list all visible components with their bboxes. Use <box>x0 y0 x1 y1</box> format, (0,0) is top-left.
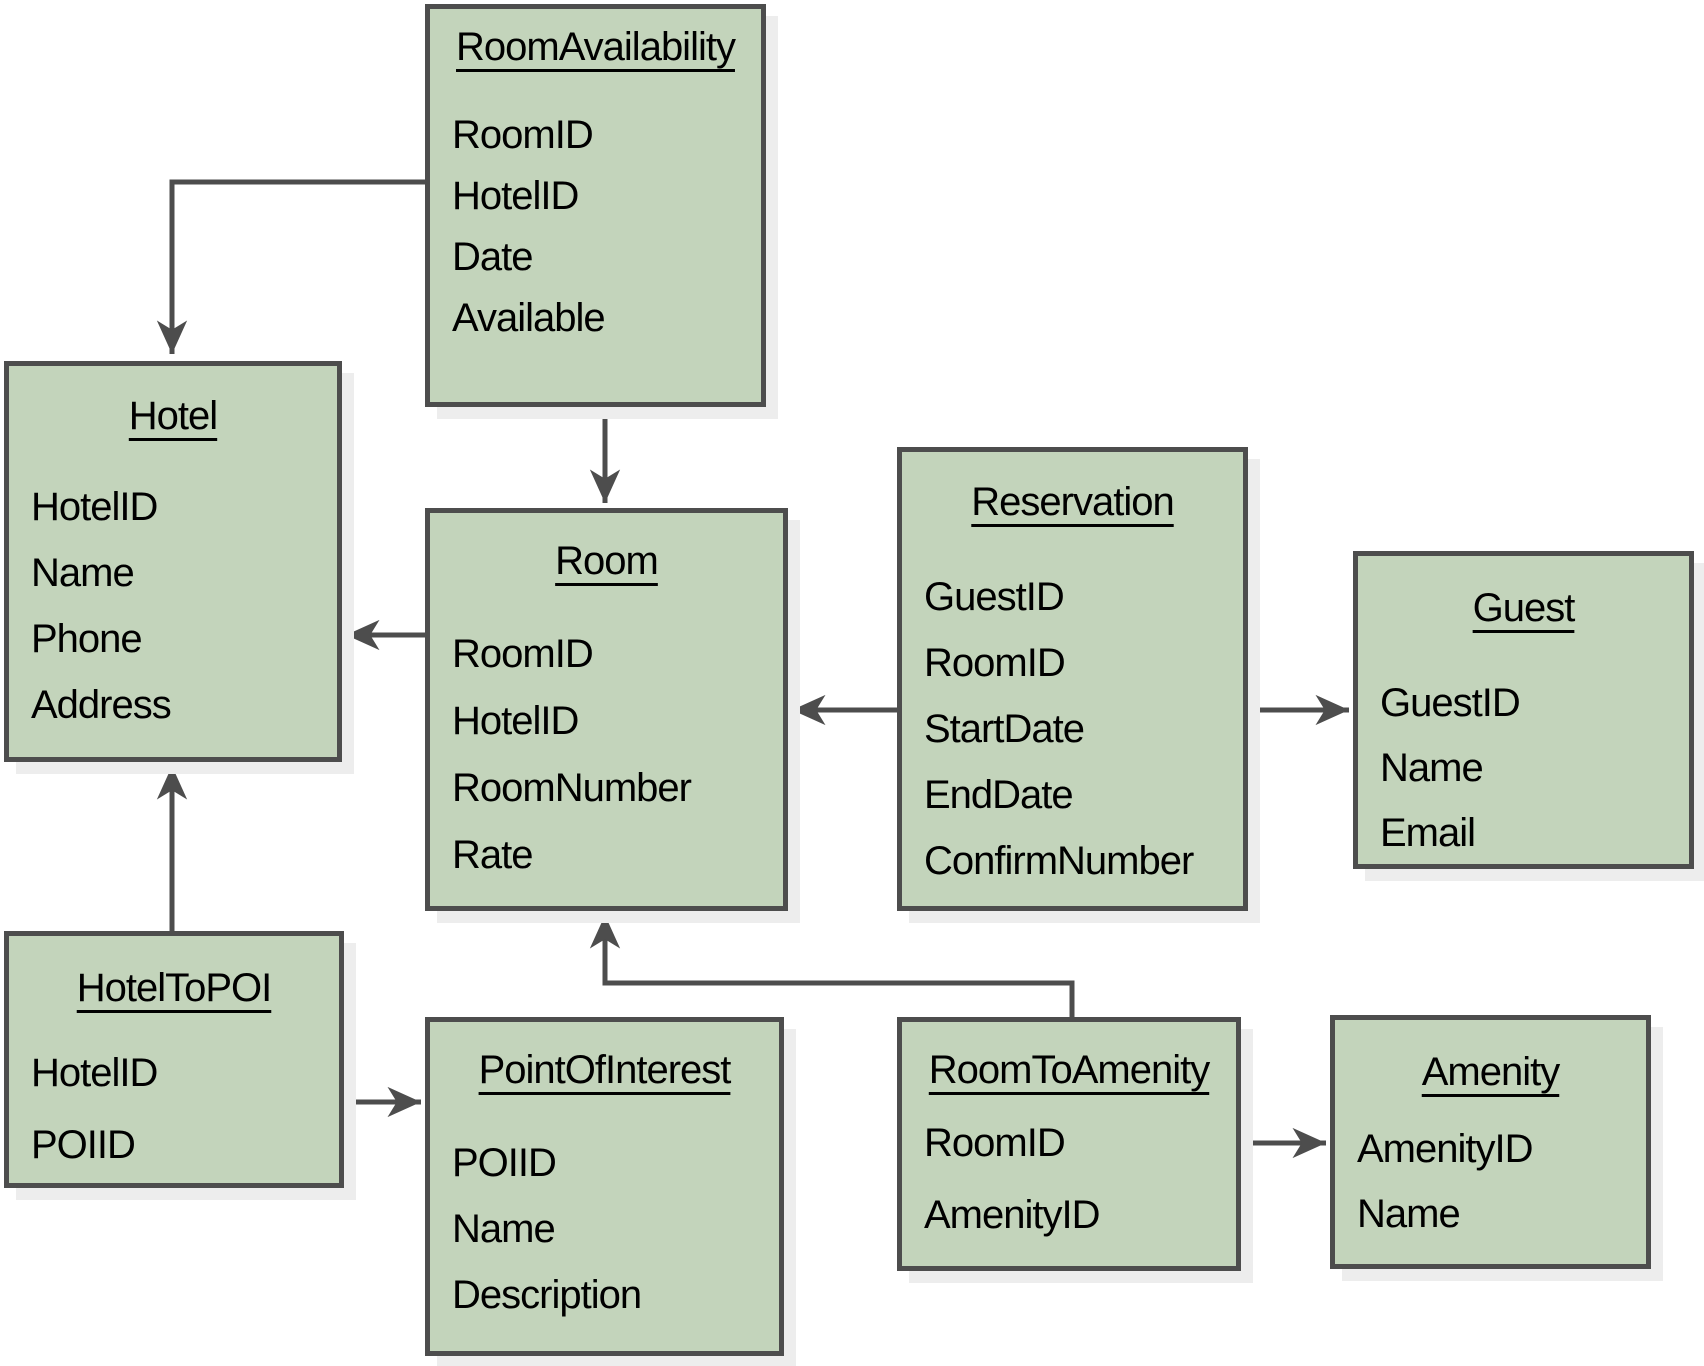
entity-field: Email <box>1380 811 1476 855</box>
entity-field: HotelID <box>452 699 579 743</box>
entity-field: EndDate <box>924 773 1074 817</box>
entity-title: Reservation <box>971 480 1174 524</box>
entity-field: Description <box>452 1273 642 1317</box>
entity-field: RoomID <box>924 641 1066 685</box>
entity-title: Room <box>555 539 659 583</box>
entity-field: StartDate <box>924 707 1085 751</box>
entity-title: RoomAvailability <box>456 25 736 69</box>
entity-amenity: Amenity AmenityID Name <box>1330 1015 1651 1269</box>
entity-field: HotelID <box>31 1051 158 1095</box>
entity-title: Guest <box>1472 586 1576 630</box>
entity-title: RoomToAmenity <box>928 1048 1210 1092</box>
entity-field: RoomID <box>452 113 594 157</box>
entity-field: Phone <box>31 617 143 661</box>
entity-title: Amenity <box>1421 1050 1561 1094</box>
entity-field: RoomNumber <box>452 766 692 810</box>
entity-field: Name <box>1357 1192 1461 1236</box>
entity-field-list: AmenityID Name <box>1357 1117 1646 1247</box>
entity-field: GuestID <box>924 575 1065 619</box>
entity-field: Address <box>31 683 172 727</box>
entity-field: Available <box>452 296 606 340</box>
entity-title: Hotel <box>128 394 218 438</box>
entity-field: Rate <box>452 833 534 877</box>
entity-field-list: RoomID AmenityID <box>924 1107 1236 1251</box>
entity-field: POIID <box>452 1141 557 1185</box>
entity-field: Name <box>31 551 135 595</box>
entity-title: HotelToPOI <box>76 966 273 1010</box>
entity-field: HotelID <box>452 174 579 218</box>
entity-roomtoamenity: RoomToAmenity RoomID AmenityID <box>897 1017 1241 1271</box>
entity-field-list: HotelID POIID <box>31 1037 339 1181</box>
entity-field: RoomID <box>452 632 594 676</box>
entity-field: Date <box>452 235 534 279</box>
entity-field: AmenityID <box>1357 1127 1534 1171</box>
entity-title: PointOfInterest <box>478 1048 732 1092</box>
entity-field: RoomID <box>924 1121 1066 1165</box>
entity-field: AmenityID <box>924 1193 1101 1237</box>
entity-field: POIID <box>31 1123 136 1167</box>
connector-roomavailability-hotel <box>156 179 425 354</box>
connector-roomtoamenity-room <box>589 915 1075 1017</box>
entity-hoteltopoi: HotelToPOI HotelID POIID <box>4 931 344 1188</box>
entity-field: Name <box>1380 746 1484 790</box>
entity-field: GuestID <box>1380 681 1521 725</box>
entity-field: ConfirmNumber <box>924 839 1194 883</box>
entity-field: Name <box>452 1207 556 1251</box>
entity-field: HotelID <box>31 485 158 529</box>
